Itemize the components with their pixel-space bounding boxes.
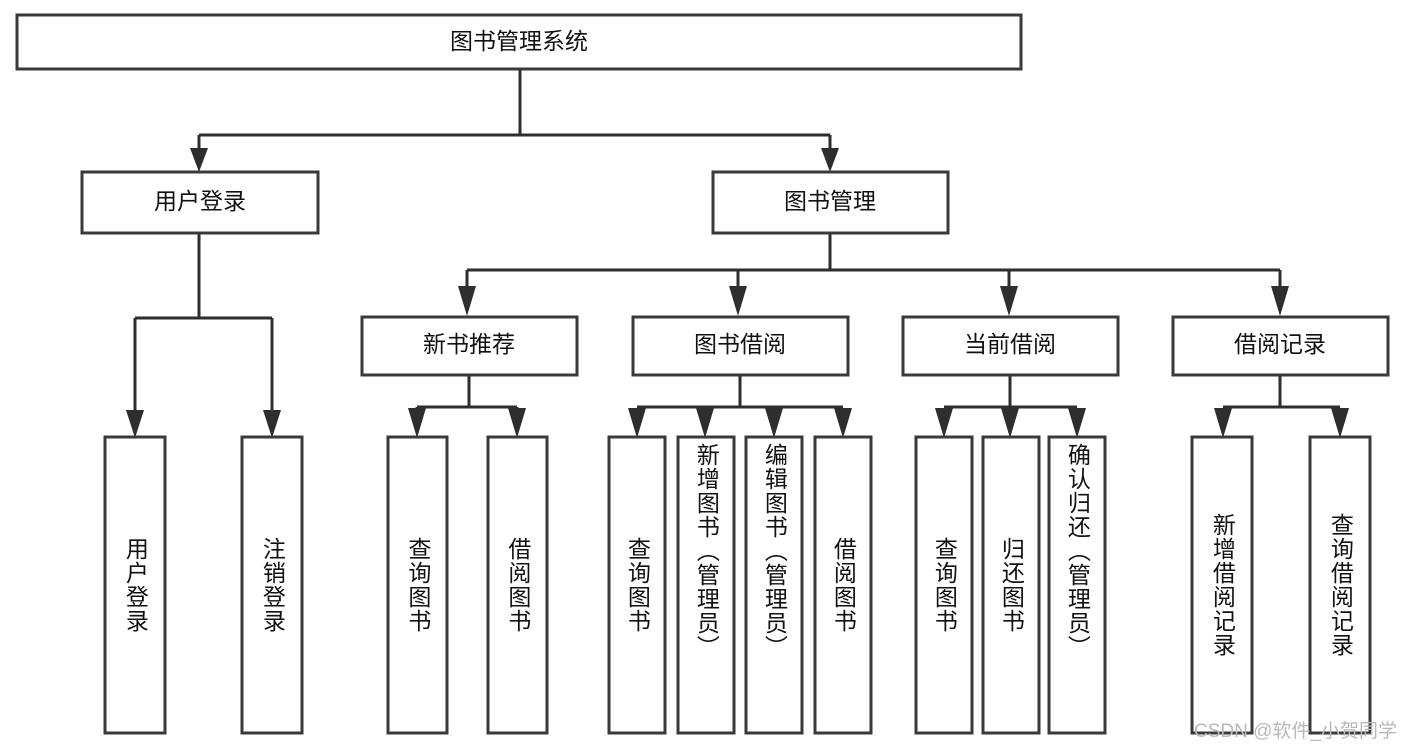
node-book-borrow-label: 图书借阅 bbox=[694, 331, 786, 357]
leaf-user-login-box[interactable] bbox=[103, 435, 167, 735]
node-root[interactable]: 图书管理系统 bbox=[15, 13, 1023, 71]
node-borrow-record-label: 借阅记录 bbox=[1234, 331, 1326, 357]
leaf-return-book-box[interactable] bbox=[981, 435, 1041, 735]
connector-group-book-borrow bbox=[628, 375, 852, 438]
connector-group-root bbox=[190, 69, 839, 172]
node-root-label: 图书管理系统 bbox=[450, 28, 588, 54]
node-new-book-recommend-box[interactable] bbox=[360, 315, 579, 377]
connector-group-new-book-recommend bbox=[408, 375, 526, 438]
node-user-login[interactable]: 用户登录 bbox=[80, 170, 320, 235]
node-user-login-label: 用户登录 bbox=[154, 188, 246, 214]
connector-group-borrow-record bbox=[1214, 375, 1349, 438]
arrow-head-leaf-borrow-book-1 bbox=[508, 408, 526, 438]
node-current-borrow[interactable]: 当前借阅 bbox=[901, 315, 1120, 377]
leaf-borrow-book-2-box[interactable] bbox=[813, 435, 873, 735]
node-book-manage[interactable]: 图书管理 bbox=[711, 170, 950, 235]
arrow-head-leaf-borrow-book-2 bbox=[834, 408, 852, 438]
arrow-head-leaf-query-book-2 bbox=[628, 408, 646, 438]
leaf-confirm-return-admin-box[interactable] bbox=[1047, 435, 1107, 735]
arrow-head-current-borrow bbox=[1000, 286, 1018, 316]
node-new-book-recommend[interactable]: 新书推荐 bbox=[360, 315, 579, 377]
node-book-borrow-box[interactable] bbox=[631, 315, 850, 377]
leaf-query-book-1-box[interactable] bbox=[386, 435, 449, 735]
connector-group-user-login bbox=[126, 234, 281, 438]
leaf-borrow-book-1-box[interactable] bbox=[486, 435, 549, 735]
node-borrow-record[interactable]: 借阅记录 bbox=[1171, 315, 1390, 377]
leaf-boxes bbox=[103, 435, 1372, 735]
node-current-borrow-label: 当前借阅 bbox=[964, 331, 1056, 357]
node-borrow-record-box[interactable] bbox=[1171, 315, 1390, 377]
arrow-head-leaf-user-login bbox=[126, 410, 144, 438]
arrow-head-new-book-recommend bbox=[458, 286, 476, 316]
arrow-head-leaf-confirm-return-admin bbox=[1068, 408, 1086, 438]
arrow-head-leaf-add-book-admin bbox=[696, 408, 714, 438]
arrow-head-book-borrow bbox=[729, 286, 747, 316]
arrow-head-leaf-logout-login bbox=[263, 410, 281, 438]
leaf-query-book-2-box[interactable] bbox=[607, 435, 667, 735]
node-book-manage-label: 图书管理 bbox=[784, 188, 876, 214]
node-new-book-recommend-label: 新书推荐 bbox=[423, 331, 515, 357]
node-book-manage-box[interactable] bbox=[711, 170, 950, 235]
node-user-login-box[interactable] bbox=[80, 170, 320, 235]
leaf-add-book-admin-box[interactable] bbox=[676, 435, 736, 735]
connector-group-book-manage bbox=[458, 233, 1289, 316]
arrow-head-leaf-return-book bbox=[1001, 408, 1019, 438]
node-current-borrow-box[interactable] bbox=[901, 315, 1120, 377]
arrow-head-leaf-query-book-1 bbox=[408, 408, 426, 438]
leaf-add-borrow-record-box[interactable] bbox=[1190, 435, 1254, 735]
connector-group-current-borrow bbox=[935, 375, 1086, 438]
arrow-head-leaf-edit-book-admin bbox=[765, 408, 783, 438]
node-root-box[interactable] bbox=[15, 13, 1023, 71]
arrow-head-user-login bbox=[190, 148, 208, 172]
arrow-head-borrow-record bbox=[1271, 286, 1289, 316]
arrow-head-leaf-add-borrow-record bbox=[1214, 408, 1232, 438]
leaf-query-book-3-box[interactable] bbox=[914, 435, 974, 735]
node-book-borrow[interactable]: 图书借阅 bbox=[631, 315, 850, 377]
leaf-logout-login-box[interactable] bbox=[240, 435, 304, 735]
arrow-head-leaf-query-borrow-record bbox=[1331, 408, 1349, 438]
arrow-head-book-manage bbox=[821, 148, 839, 172]
arrow-head-leaf-query-book-3 bbox=[935, 408, 953, 438]
leaf-edit-book-admin-box[interactable] bbox=[744, 435, 804, 735]
leaf-query-borrow-record-box[interactable] bbox=[1308, 435, 1372, 735]
